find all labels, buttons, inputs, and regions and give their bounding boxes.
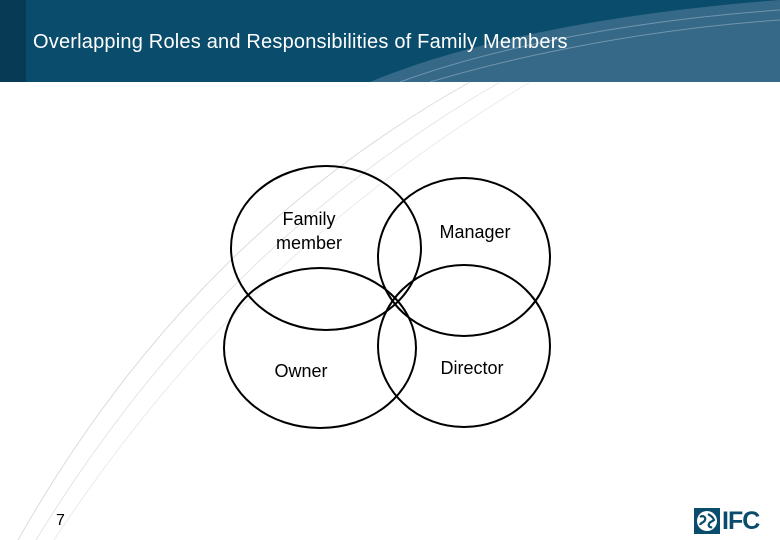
circle-manager [377, 177, 551, 337]
label-family-member-line2: member [275, 233, 342, 253]
circle-owner [223, 267, 417, 429]
label-family-member: Family member [262, 207, 356, 255]
slide-title: Overlapping Roles and Responsibilities o… [33, 31, 568, 53]
header-swoosh [370, 0, 780, 82]
label-owner: Owner [266, 359, 336, 383]
label-owner-text: Owner [274, 361, 328, 381]
label-manager-text: Manager [439, 222, 511, 242]
circle-director [377, 264, 551, 428]
circle-family-member [230, 165, 422, 331]
label-director-text: Director [440, 358, 504, 378]
header-bar: Overlapping Roles and Responsibilities o… [0, 0, 780, 82]
ifc-logo: IFC [694, 506, 772, 536]
label-family-member-line1: Family [282, 209, 336, 229]
globe-icon [694, 508, 720, 534]
label-manager: Manager [430, 220, 520, 244]
label-director: Director [430, 356, 514, 380]
ifc-logo-text: IFC [722, 506, 760, 535]
slide-number: 7 [56, 512, 65, 529]
header-accent [0, 0, 26, 82]
